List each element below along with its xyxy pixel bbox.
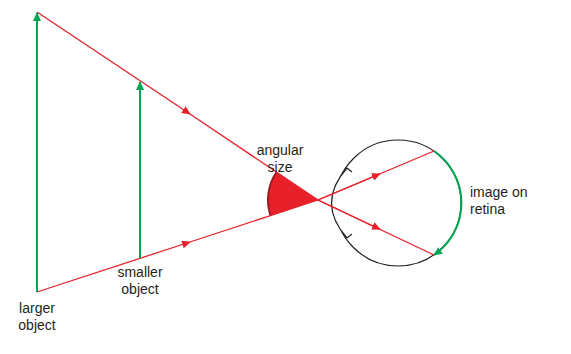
angle-wedge (268, 172, 318, 215)
cornea (332, 168, 348, 238)
ray (190, 114, 434, 255)
ray (37, 12, 190, 114)
angle-arc (268, 172, 276, 215)
smaller-object-arrow (139, 82, 141, 258)
larger-object-arrow (36, 13, 38, 292)
cornea-edge (347, 168, 352, 238)
ray (37, 242, 190, 292)
ray (190, 151, 434, 242)
retina-label: image on retina (470, 184, 542, 218)
ray-arrow (318, 200, 380, 229)
object-label: smaller object (108, 264, 172, 298)
retina-image (434, 151, 461, 255)
object-label: larger object (8, 300, 66, 334)
eyeball (335, 140, 461, 266)
angle-label: angular size (248, 142, 312, 176)
ray-arrow (318, 174, 380, 200)
